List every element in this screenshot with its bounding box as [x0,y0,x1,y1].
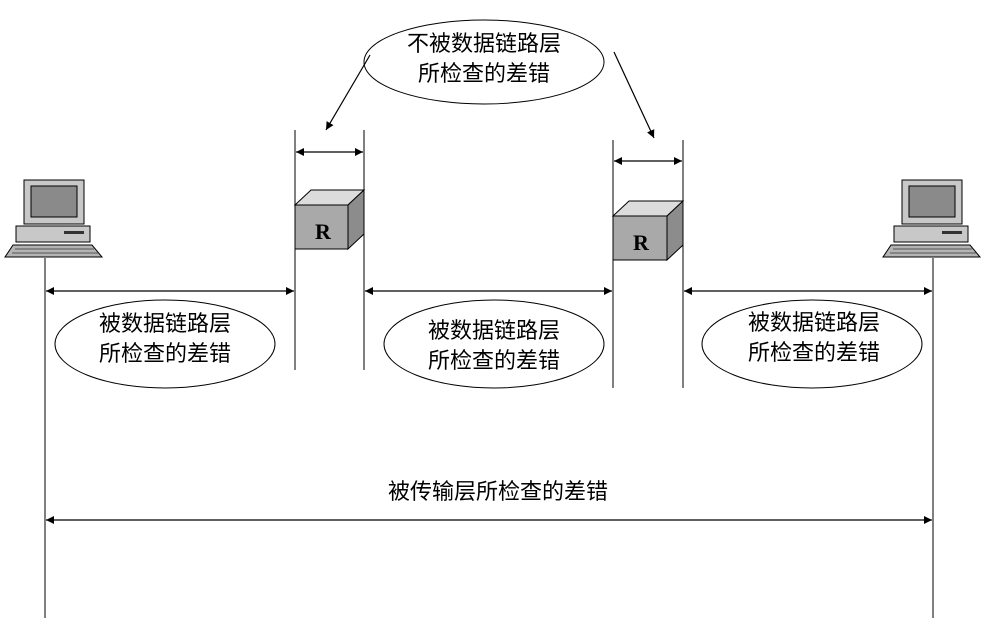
link1-ellipse [54,299,276,389]
not-checked-line1: 不被数据链路层 [406,32,561,57]
link3-ellipse [701,299,923,389]
pointer-arrow-right [613,51,655,139]
link3-line1: 被数据链路层 [747,311,880,336]
transport-label: 被传输层所检查的差错 [387,480,608,505]
not-checked-line2: 所检查的差错 [417,62,550,87]
router-left-icon [293,188,366,251]
router-right-icon [611,199,685,262]
link1-label: 被数据链路层 所检查的差错 [65,310,265,370]
right-computer-icon [882,179,982,258]
link2-line2: 所检查的差错 [427,349,560,374]
link3-label: 被数据链路层 所检查的差错 [714,309,914,369]
router-right-label: R [633,230,649,255]
link2-label: 被数据链路层 所检查的差错 [394,317,594,377]
link3-line2: 所检查的差错 [747,341,880,366]
link2-ellipse [383,299,605,389]
not-checked-ellipse [363,19,605,105]
link1-line1: 被数据链路层 [98,312,231,337]
router-left-label: R [315,219,331,244]
pointer-arrow-left [325,54,371,131]
not-checked-label: 不被数据链路层 所检查的差错 [384,30,584,90]
link2-line1: 被数据链路层 [427,319,560,344]
link1-line2: 所检查的差错 [98,342,231,367]
left-computer-icon [4,179,104,258]
